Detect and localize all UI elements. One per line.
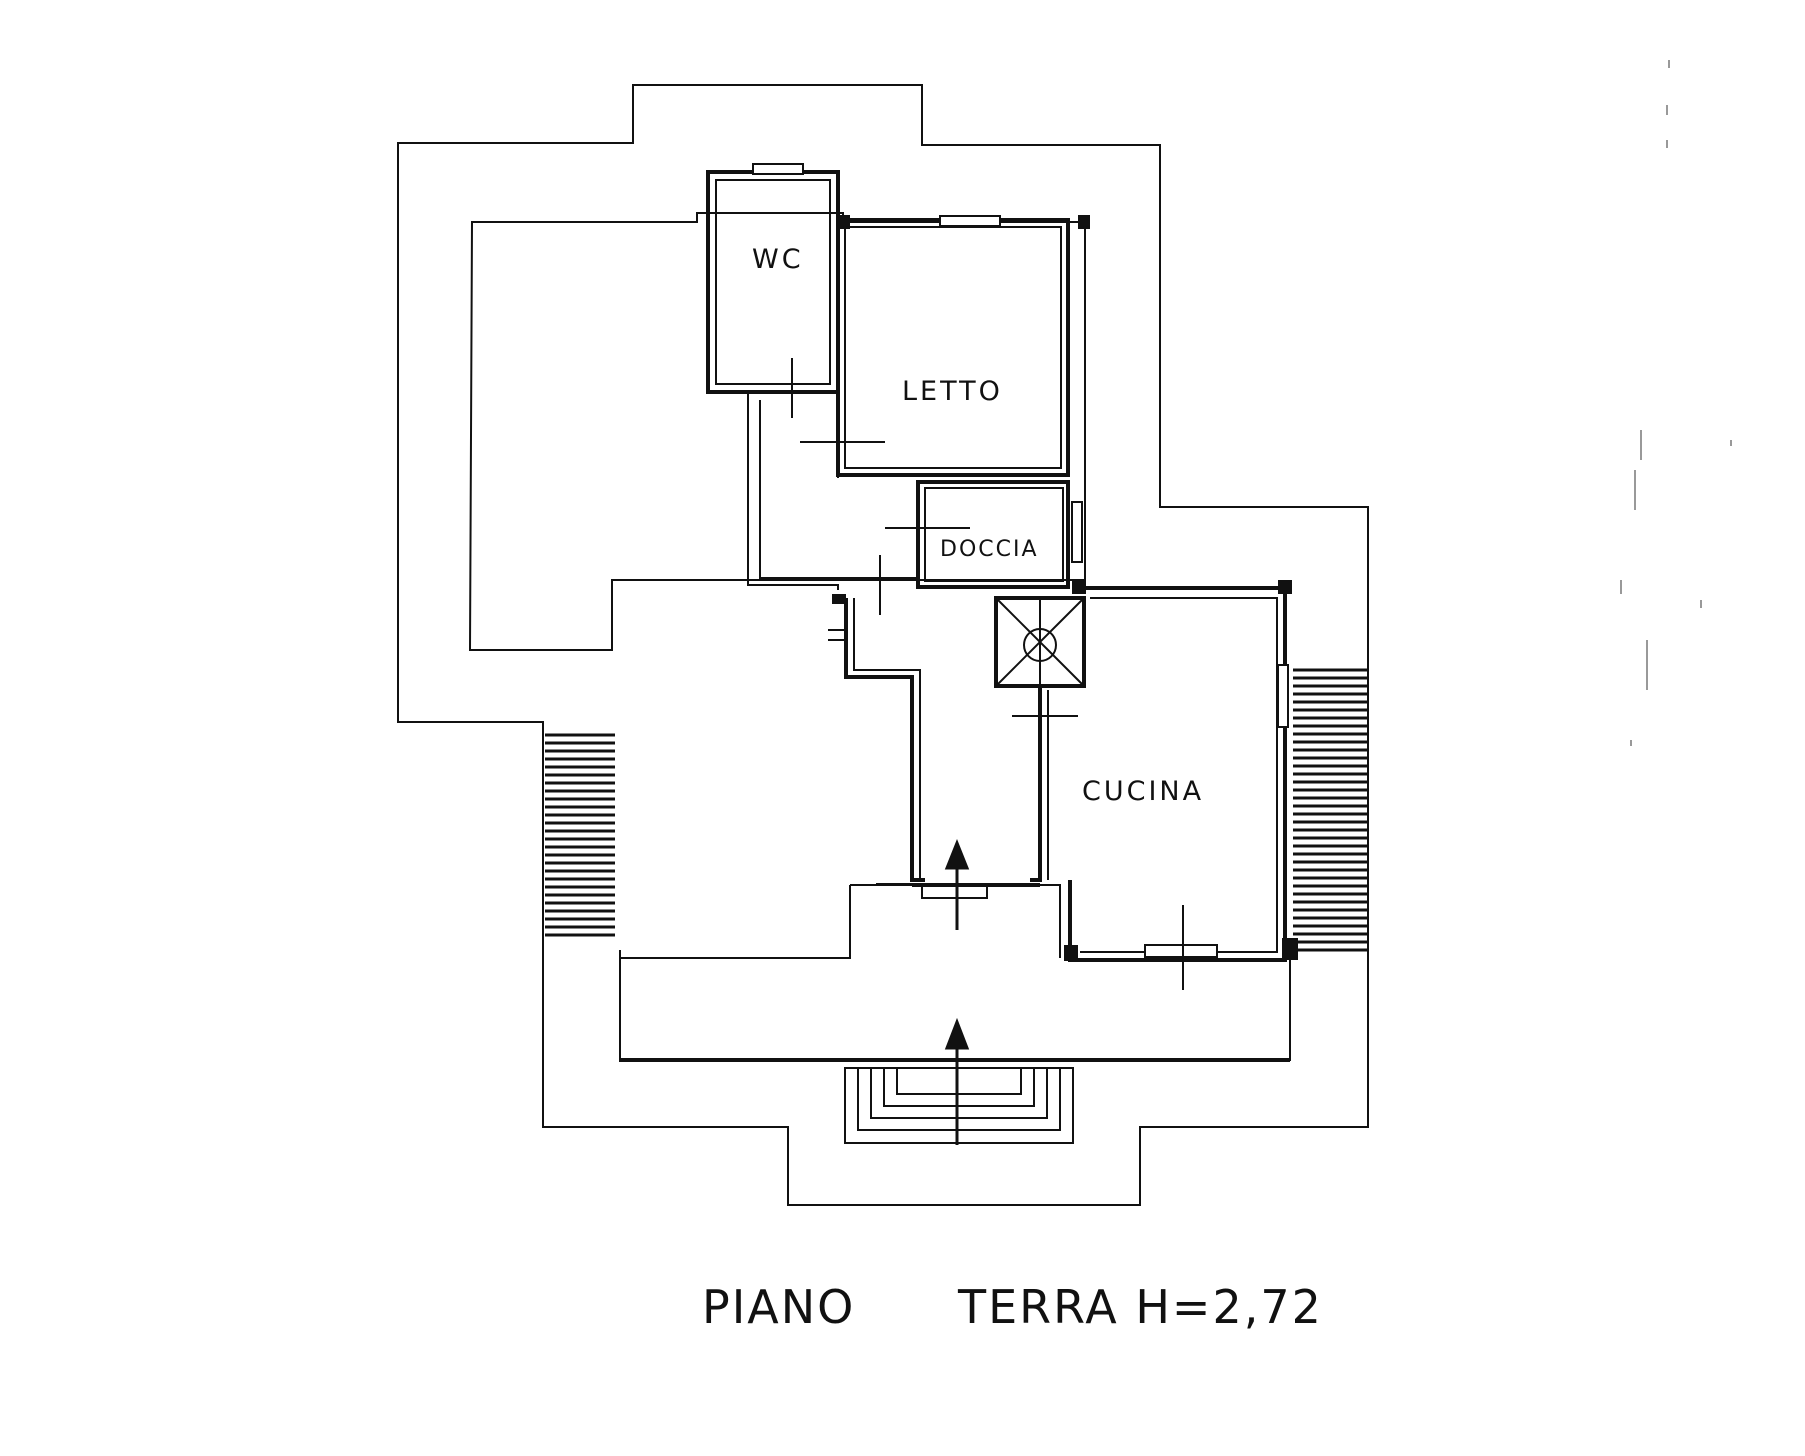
caption-floor: PIANO [702,1280,856,1334]
room-label-doccia: DOCCIA [940,537,1039,562]
room-label-wc: WC [752,244,804,275]
caption-level: TERRA H=2,72 [958,1280,1323,1334]
scan-noise [1620,60,1732,746]
windows [752,163,1289,958]
room-label-cucina: CUCINA [1082,776,1204,807]
entrance-arrows [944,838,970,1145]
structural-pillars [832,215,1298,961]
door-marks [791,358,1184,990]
interior-walls [619,170,1291,1144]
left-stairs [545,733,615,937]
right-stairs [1293,668,1367,952]
room-label-letto: LETTO [902,376,1003,407]
site-boundary [397,84,1369,1206]
